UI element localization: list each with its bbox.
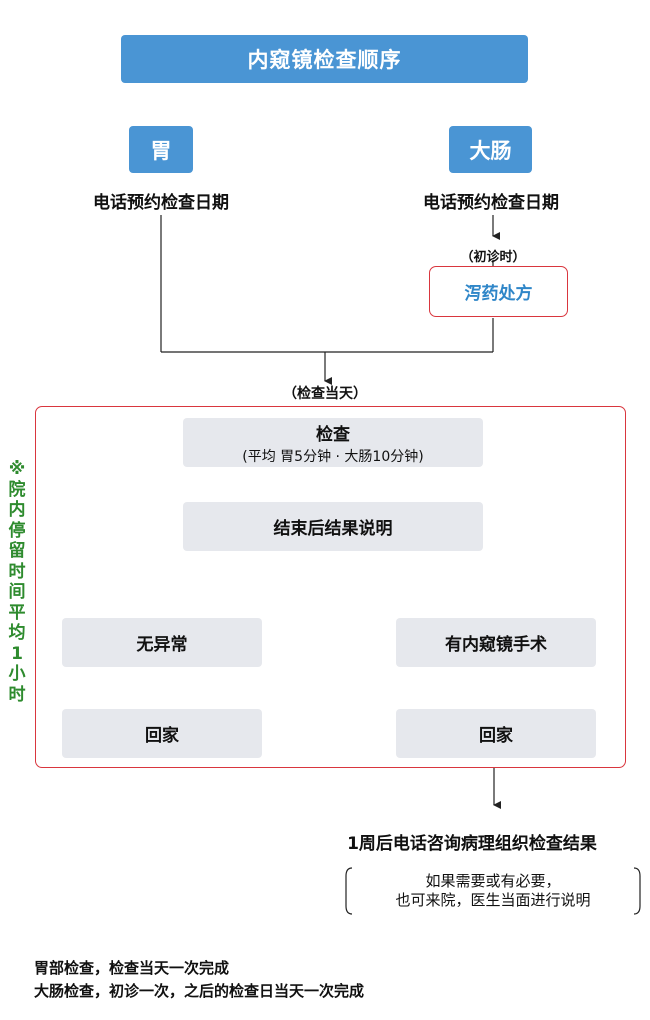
right-bracket: [633, 867, 641, 915]
stomach-appointment-step: 电话预约检查日期: [93, 193, 229, 213]
colon-badge: 大肠: [449, 126, 532, 173]
go-home-right-box: 回家: [396, 709, 596, 758]
endoscopic-surgery-box: 有内窥镜手术: [396, 618, 596, 667]
first-visit-label: （初诊时）: [460, 250, 526, 265]
note-line-1: 如果需要或有必要，: [425, 872, 561, 890]
note-line-2: 也可来院，医生当面进行说明: [395, 891, 591, 909]
stomach-badge: 胃: [129, 126, 193, 173]
exam-duration: (平均 胃5分钟 · 大肠10分钟): [242, 448, 424, 465]
no-abnormality-box: 无异常: [62, 618, 262, 667]
footer-line-2: 大肠检查，初诊一次，之后的检查日当天一次完成: [34, 982, 365, 1000]
hospital-stay-note: ※院内停留时间 平均1小时: [8, 459, 26, 705]
exam-title: 检查: [316, 424, 350, 445]
footer-line-1: 胃部检查，检查当天一次完成: [34, 959, 230, 977]
footer-summary: 胃部检查，检查当天一次完成 大肠检查，初诊一次，之后的检查日当天一次完成: [34, 957, 364, 1003]
exam-day-label: （检查当天）: [283, 386, 367, 402]
in-person-explanation-note: 如果需要或有必要， 也可来院，医生当面进行说明: [350, 872, 636, 910]
pathology-results-step: 1周后电话咨询病理组织检查结果: [347, 834, 597, 854]
results-explanation-box: 结束后结果说明: [183, 502, 483, 551]
exam-box: 检查 (平均 胃5分钟 · 大肠10分钟): [183, 418, 483, 467]
colon-appointment-step: 电话预约检查日期: [423, 193, 559, 213]
page-title: 内窥镜检查顺序: [121, 35, 528, 83]
laxative-prescription: 泻药处方: [429, 266, 568, 317]
go-home-left-box: 回家: [62, 709, 262, 758]
left-bracket: [345, 867, 353, 915]
